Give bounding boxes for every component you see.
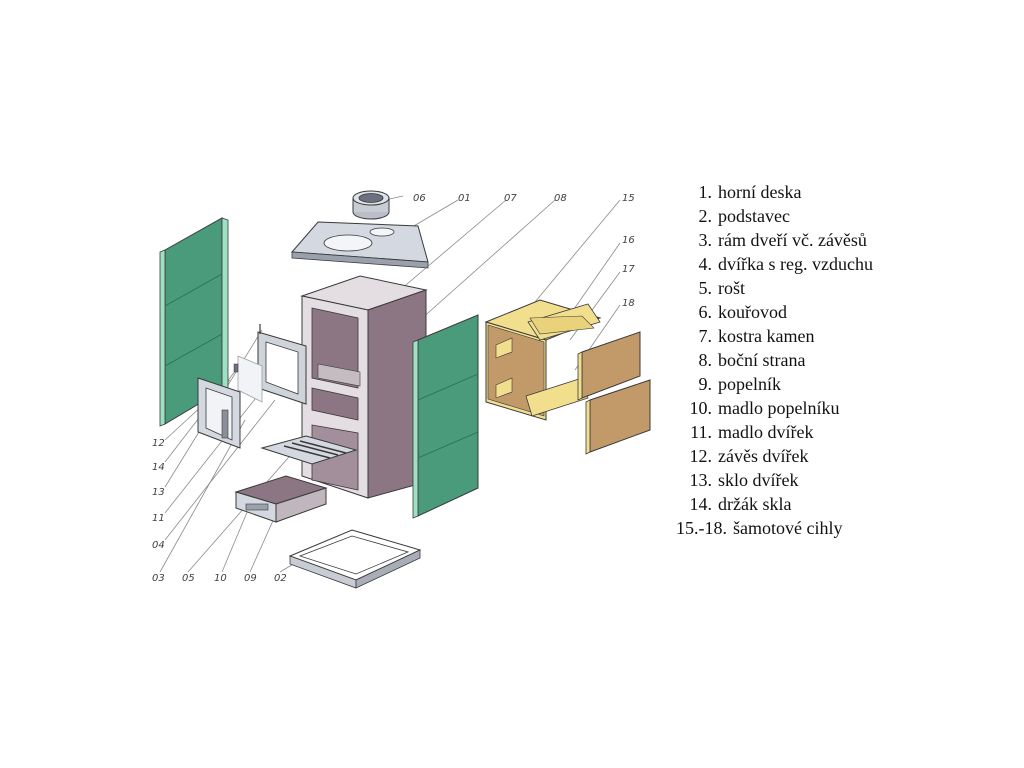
callout-05: 05	[182, 573, 195, 584]
legend-item-number: 10.	[689, 398, 713, 418]
legend-item: 11. madlo dvířek	[676, 420, 1016, 444]
legend-item-number: 15.-18.	[676, 518, 727, 538]
legend-item-text: rošt	[718, 278, 745, 298]
legend-item: 10.madlo popelníku	[676, 396, 1016, 420]
legend-item: 15.-18. šamotové cihly	[676, 516, 1016, 540]
legend-item: 1.horní deska	[676, 180, 1016, 204]
flue-pipe-part	[352, 190, 390, 220]
legend-item-text: popelník	[718, 374, 781, 394]
legend-item-number: 5.	[698, 278, 713, 298]
legend-item-text: boční strana	[718, 350, 806, 370]
legend-item: 2.podstavec	[676, 204, 1016, 228]
legend-item-text: šamotové cihly	[733, 518, 843, 538]
callout-01: 01	[458, 193, 471, 204]
door-glass-part	[233, 355, 263, 403]
ash-drawer-part	[234, 475, 328, 523]
legend-item-text: madlo dvířek	[718, 422, 814, 442]
legend-item-text: horní deska	[718, 182, 802, 202]
leader-lines	[159, 195, 621, 573]
callout-07: 07	[504, 193, 517, 204]
callout-10: 10	[214, 573, 227, 584]
right-side-panel-part	[412, 314, 479, 519]
callout-16: 16	[622, 235, 635, 246]
legend-item: 13.sklo dvířek	[676, 468, 1016, 492]
callout-09: 09	[244, 573, 257, 584]
fireclay-bricks-part	[484, 299, 651, 455]
legend-item-number: 12.	[689, 446, 713, 466]
legend-item-text: madlo popelníku	[718, 398, 840, 418]
legend-item-text: kostra kamen	[718, 326, 815, 346]
legend-item-number: 3.	[698, 230, 713, 250]
legend-item: 8.boční strana	[676, 348, 1016, 372]
legend-item-number: 14.	[689, 494, 713, 514]
legend-item-text: dvířka s reg. vzduchu	[718, 254, 873, 274]
callout-17: 17	[622, 264, 635, 275]
callout-08: 08	[554, 193, 567, 204]
legend-item-number: 2.	[698, 206, 713, 226]
door-part	[197, 377, 241, 449]
legend-item-text: rám dveří vč. závěsů	[718, 230, 867, 250]
legend-item-number: 7.	[698, 326, 713, 346]
legend-item: 14.držák skla	[676, 492, 1016, 516]
grate-part	[260, 435, 358, 465]
legend-item-text: závěs dvířek	[718, 446, 809, 466]
callout-12: 12	[152, 438, 165, 449]
legend-item-number: 11.	[690, 422, 712, 442]
legend-item: 12.závěs dvířek	[676, 444, 1016, 468]
legend-item-number: 1.	[698, 182, 713, 202]
legend-item-number: 6.	[698, 302, 713, 322]
left-side-panel-part	[159, 217, 229, 427]
callout-15: 15	[622, 193, 635, 204]
callout-labels: 06 01 07 08 15 16 17 18 12 14 13 11 04 0…	[152, 193, 635, 584]
legend-item-text: držák skla	[718, 494, 792, 514]
legend-item-number: 4.	[698, 254, 713, 274]
top-plate-part	[290, 221, 429, 269]
legend-item: 7.kostra kamen	[676, 324, 1016, 348]
legend-item: 6.kouřovod	[676, 300, 1016, 324]
legend-item-text: kouřovod	[718, 302, 787, 322]
base-part	[288, 529, 422, 589]
callout-03: 03	[152, 573, 165, 584]
legend-item-number: 13.	[689, 470, 713, 490]
legend-item: 5.rošt	[676, 276, 1016, 300]
legend-item: 3.rám dveří vč. závěsů	[676, 228, 1016, 252]
door-frame-part	[257, 324, 307, 405]
legend-item: 9.popelník	[676, 372, 1016, 396]
stove-body-part	[300, 275, 428, 499]
callout-06: 06	[413, 193, 426, 204]
callout-02: 02	[274, 573, 287, 584]
callout-11: 11	[152, 513, 165, 524]
callout-13: 13	[152, 487, 165, 498]
legend-item-number: 8.	[698, 350, 713, 370]
legend-item-number: 9.	[698, 374, 713, 394]
callout-18: 18	[622, 298, 635, 309]
legend-item-text: sklo dvířek	[718, 470, 799, 490]
legend-item-text: podstavec	[718, 206, 790, 226]
legend-item: 4.dvířka s reg. vzduchu	[676, 252, 1016, 276]
callout-14: 14	[152, 462, 165, 473]
callout-04: 04	[152, 540, 165, 551]
